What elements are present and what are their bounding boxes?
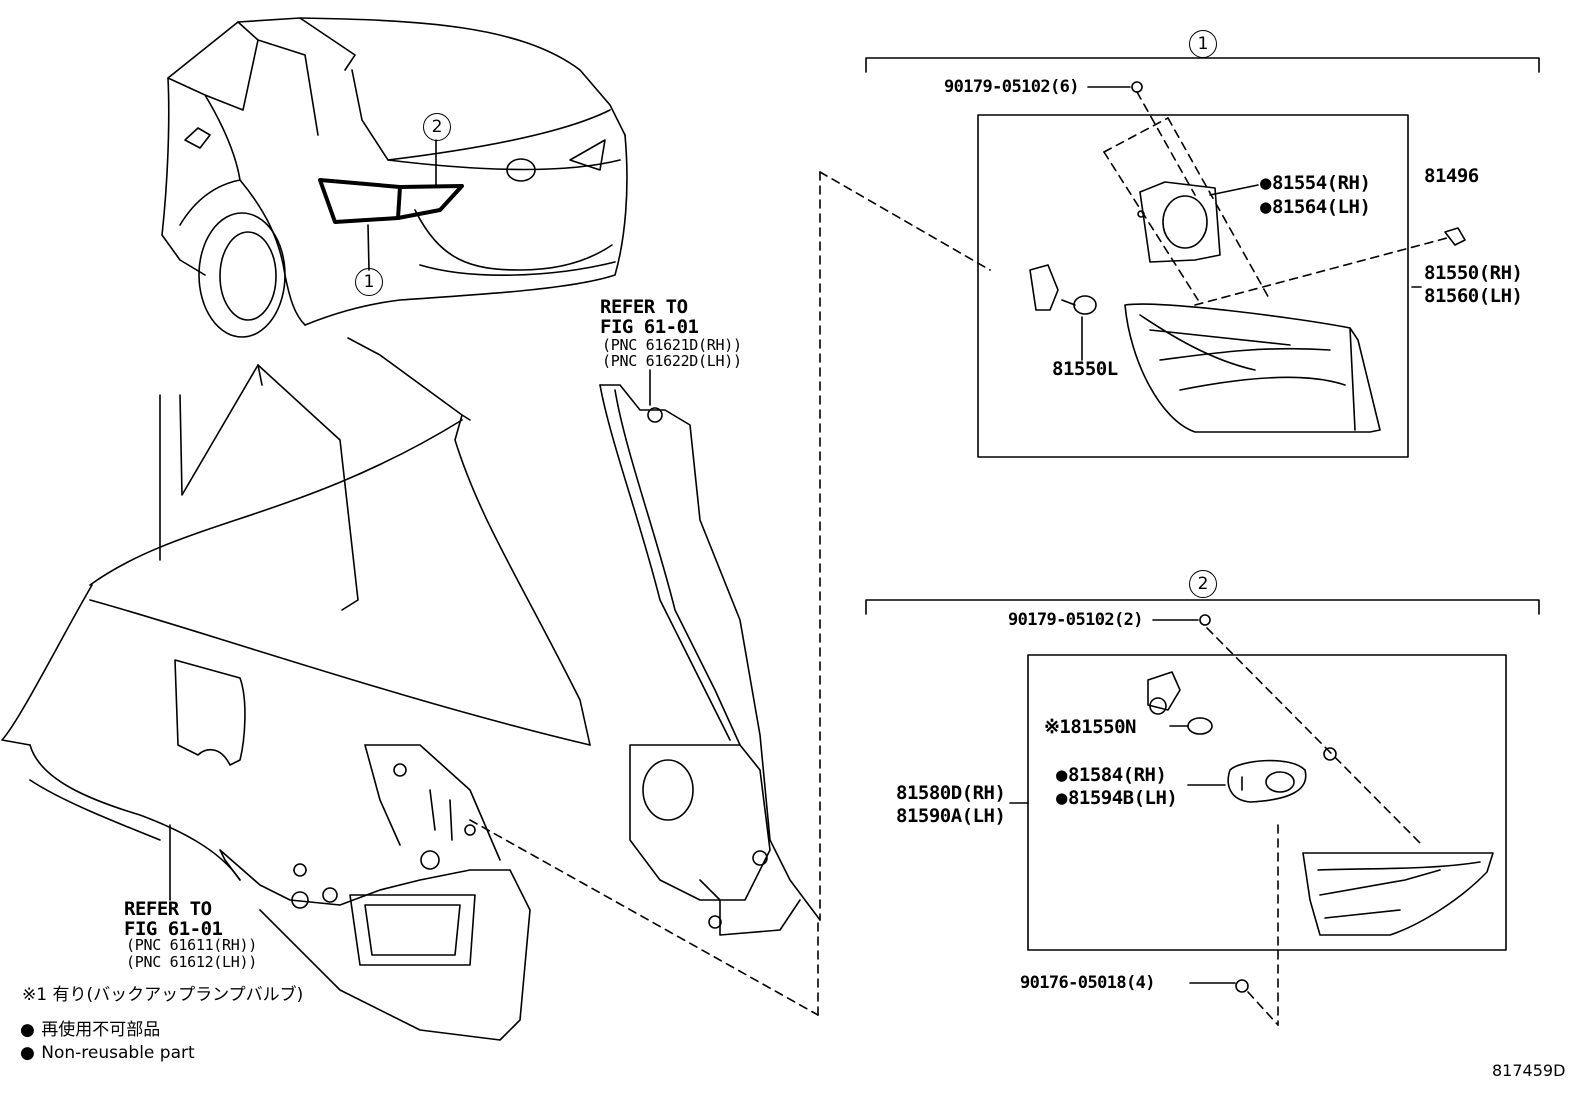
- label-gasket-rh-1: 81554(RH): [1260, 172, 1371, 194]
- refer-lower-pnc1: (PNC 61611(RH)): [126, 936, 257, 954]
- part-number: 81564(LH): [1271, 196, 1371, 218]
- nonreusable-mark: [1056, 787, 1068, 809]
- note-text: Non-reusable part: [41, 1043, 195, 1063]
- callout-car-1: 1: [355, 268, 383, 296]
- label-gasket-lh-1: 81564(LH): [1260, 196, 1371, 218]
- nonreusable-mark: [1056, 764, 1068, 786]
- group2-dashed: [1206, 627, 1421, 1026]
- label-lamp-lh-1: 81560(LH): [1424, 285, 1523, 307]
- refer-lower-line1: REFER TO: [124, 898, 212, 920]
- label-clip-group1: 90179-05102(6): [944, 77, 1079, 97]
- group1-dashed: [1103, 91, 1448, 306]
- label-clip-group2: 90179-05102(2): [1008, 610, 1143, 630]
- refer-upper-pnc2: (PNC 61622D(LH)): [602, 352, 742, 370]
- refer-upper-line2: FIG 61-01: [600, 316, 699, 338]
- refer-lower-line2: FIG 61-01: [124, 918, 223, 940]
- figure-id: 817459D: [1492, 1061, 1566, 1080]
- label-gasket-lh-2: 81594B(LH): [1056, 787, 1178, 809]
- part-number: 81584(RH): [1067, 764, 1167, 786]
- nonreusable-mark: [20, 1020, 36, 1040]
- callout-group2: 2: [1189, 570, 1217, 598]
- label-socket-1: 81550L: [1052, 358, 1118, 380]
- part-number: 81594B(LH): [1067, 787, 1178, 809]
- nonreusable-mark: [20, 1043, 36, 1063]
- refer-lower-pnc2: (PNC 61612(LH)): [126, 953, 257, 971]
- note-nonreusable-jp: 再使用不可部品: [20, 1019, 160, 1041]
- label-lamp-rh-2: 81580D(RH): [896, 782, 1006, 804]
- label-nut-2: 90176-05018(4): [1020, 973, 1155, 993]
- quarter-panel: [1, 337, 591, 1041]
- refer-upper-line1: REFER TO: [600, 296, 688, 318]
- nonreusable-mark: [1260, 196, 1272, 218]
- label-lamp-lh-2: 81590A(LH): [896, 805, 1006, 827]
- group2-parts: [1147, 614, 1494, 993]
- group2-bracket: [865, 599, 1540, 615]
- part-number: 81554(RH): [1271, 172, 1371, 194]
- label-leaders: [169, 802, 1029, 901]
- rear-pillar-panel: [599, 369, 821, 936]
- label-clip-81496: 81496: [1424, 165, 1479, 187]
- group1-box: [977, 114, 1409, 458]
- label-gasket-rh-2: 81584(RH): [1056, 764, 1167, 786]
- callout-group1: 1: [1189, 30, 1217, 58]
- leader-dashed: [469, 171, 991, 1016]
- note-text: 再使用不可部品: [41, 1020, 161, 1040]
- label-lamp-rh-1: 81550(RH): [1424, 262, 1523, 284]
- note-mark: ※1: [1044, 716, 1071, 738]
- group1-bracket: [865, 57, 1540, 73]
- vehicle-rear-view: [161, 17, 628, 338]
- part-number: 81550N: [1070, 716, 1136, 738]
- refer-upper-pnc1: (PNC 61621D(RH)): [602, 336, 742, 354]
- note-backup-lamp: ※1 有り(バックアップランプバルブ): [22, 985, 304, 1005]
- note-nonreusable-en: Non-reusable part: [20, 1042, 195, 1064]
- label-bulb-2: ※181550N: [1044, 716, 1136, 738]
- group1-parts: [1029, 81, 1466, 433]
- nonreusable-mark: [1260, 172, 1272, 194]
- callout-car-2: 2: [423, 113, 451, 141]
